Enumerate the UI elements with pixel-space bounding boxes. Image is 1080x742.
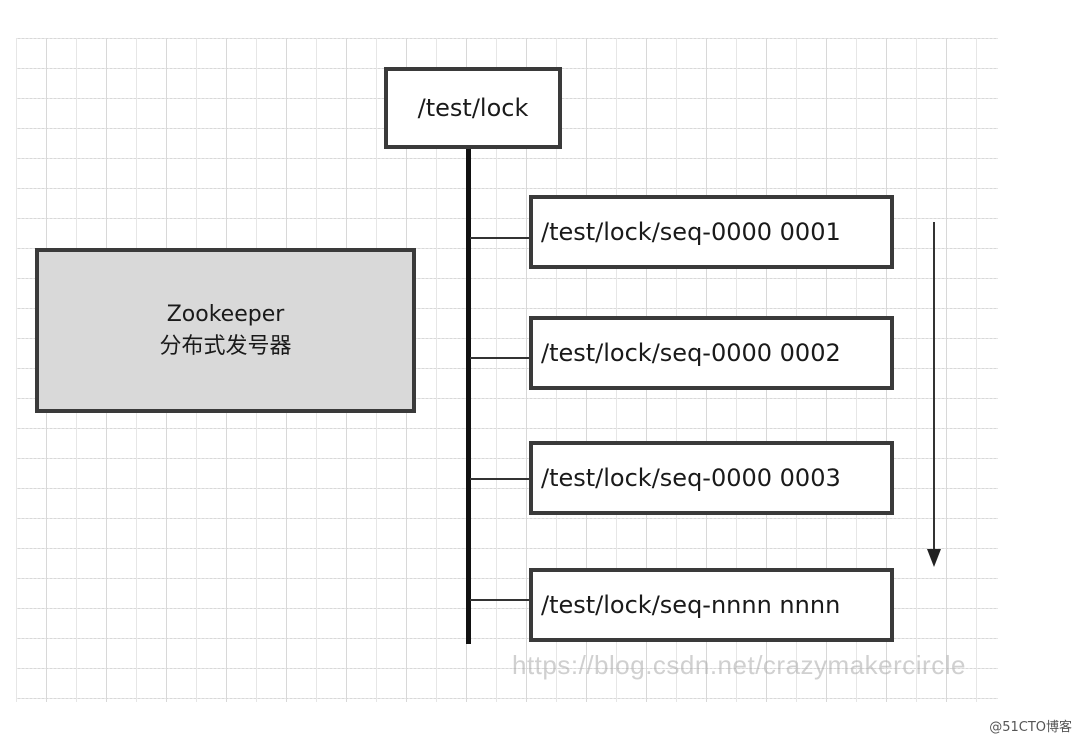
- sequence-node-1: /test/lock/seq-0000 0001: [529, 195, 894, 269]
- root-node-label: /test/lock: [417, 94, 529, 122]
- branch-line-2: [470, 357, 530, 359]
- sequence-node-4: /test/lock/seq-nnnn nnnn: [529, 568, 894, 642]
- root-node: /test/lock: [384, 67, 562, 149]
- generator-node-subtitle: 分布式发号器: [159, 333, 292, 359]
- arrow-down-icon: [927, 549, 941, 567]
- branch-line-4: [470, 599, 530, 601]
- tree-trunk-line: [466, 148, 471, 644]
- generator-node-title: Zookeeper: [166, 301, 285, 327]
- sequence-node-label: /test/lock/seq-0000 0003: [541, 464, 841, 492]
- brand-watermark: @51CTO博客: [989, 720, 1072, 735]
- generator-node: Zookeeper 分布式发号器: [35, 248, 416, 413]
- branch-line-1: [470, 237, 530, 239]
- sequence-node-label: /test/lock/seq-0000 0002: [541, 339, 841, 367]
- sequence-node-label: /test/lock/seq-nnnn nnnn: [541, 591, 841, 619]
- branch-line-3: [470, 478, 530, 480]
- order-arrow-line: [933, 222, 935, 552]
- url-watermark: https://blog.csdn.net/crazymakercircle: [512, 650, 966, 680]
- sequence-node-label: /test/lock/seq-0000 0001: [541, 218, 841, 246]
- sequence-node-3: /test/lock/seq-0000 0003: [529, 441, 894, 515]
- sequence-node-2: /test/lock/seq-0000 0002: [529, 316, 894, 390]
